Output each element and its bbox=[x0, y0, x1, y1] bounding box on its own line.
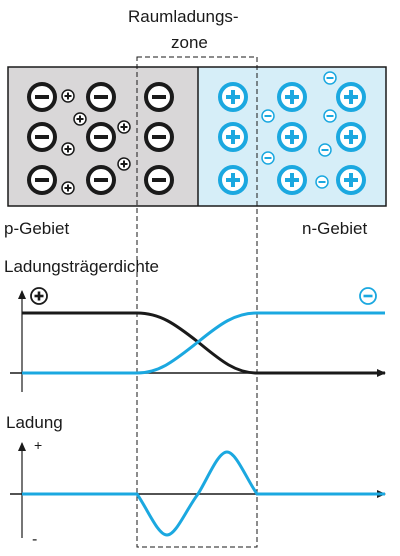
donor-ion-icon bbox=[218, 82, 248, 112]
space-charge-zone-box bbox=[136, 56, 258, 548]
acceptor-ion-icon bbox=[144, 82, 174, 112]
charge-curve bbox=[22, 450, 385, 537]
electron-icon bbox=[323, 109, 337, 123]
acceptor-ion-icon bbox=[86, 122, 116, 152]
electron-icon bbox=[261, 151, 275, 165]
charge-graph bbox=[10, 442, 386, 538]
minus-circle-icon bbox=[359, 287, 377, 305]
donor-ion-icon bbox=[336, 122, 366, 152]
charge-minus-sign: - bbox=[32, 531, 38, 548]
acceptor-ion-icon bbox=[86, 165, 116, 195]
hole-icon bbox=[73, 112, 87, 126]
density-graph-title: Ladungsträgerdichte bbox=[4, 257, 160, 276]
acceptor-ion-icon bbox=[27, 165, 57, 195]
electrons bbox=[261, 71, 337, 189]
acceptor-ions bbox=[27, 82, 174, 195]
plus-circle-icon bbox=[30, 287, 48, 305]
hole-density-curve bbox=[22, 311, 385, 375]
space-charge-zone-title-line1: Raumladungs- bbox=[128, 7, 239, 26]
acceptor-ion-icon bbox=[144, 122, 174, 152]
donor-ion-icon bbox=[218, 165, 248, 195]
density-graph bbox=[10, 287, 386, 392]
acceptor-ion-icon bbox=[86, 82, 116, 112]
donor-ions bbox=[218, 82, 366, 195]
hole-icon bbox=[61, 181, 75, 195]
electron-icon bbox=[261, 109, 275, 123]
electron-icon bbox=[318, 143, 332, 157]
donor-ion-icon bbox=[277, 122, 307, 152]
semiconductor-outline bbox=[7, 66, 387, 207]
hole-icon bbox=[117, 120, 131, 134]
p-region-label: p-Gebiet bbox=[4, 219, 70, 238]
donor-ion-icon bbox=[336, 82, 366, 112]
charge-plus-sign: + bbox=[34, 437, 43, 453]
hole-icon bbox=[117, 157, 131, 171]
donor-ion-icon bbox=[277, 165, 307, 195]
hole-icon bbox=[61, 89, 75, 103]
donor-ion-icon bbox=[218, 122, 248, 152]
n-region-label: n-Gebiet bbox=[302, 219, 368, 238]
space-charge-zone-title-line2: zone bbox=[171, 33, 208, 52]
donor-ion-icon bbox=[277, 82, 307, 112]
acceptor-ion-icon bbox=[27, 122, 57, 152]
acceptor-ion-icon bbox=[27, 82, 57, 112]
donor-ion-icon bbox=[336, 165, 366, 195]
electron-icon bbox=[315, 175, 329, 189]
acceptor-ion-icon bbox=[144, 165, 174, 195]
electron-density-curve bbox=[22, 311, 385, 375]
holes bbox=[61, 89, 131, 195]
electron-icon bbox=[323, 71, 337, 85]
charge-graph-title: Ladung bbox=[6, 413, 63, 432]
hole-icon bbox=[61, 142, 75, 156]
